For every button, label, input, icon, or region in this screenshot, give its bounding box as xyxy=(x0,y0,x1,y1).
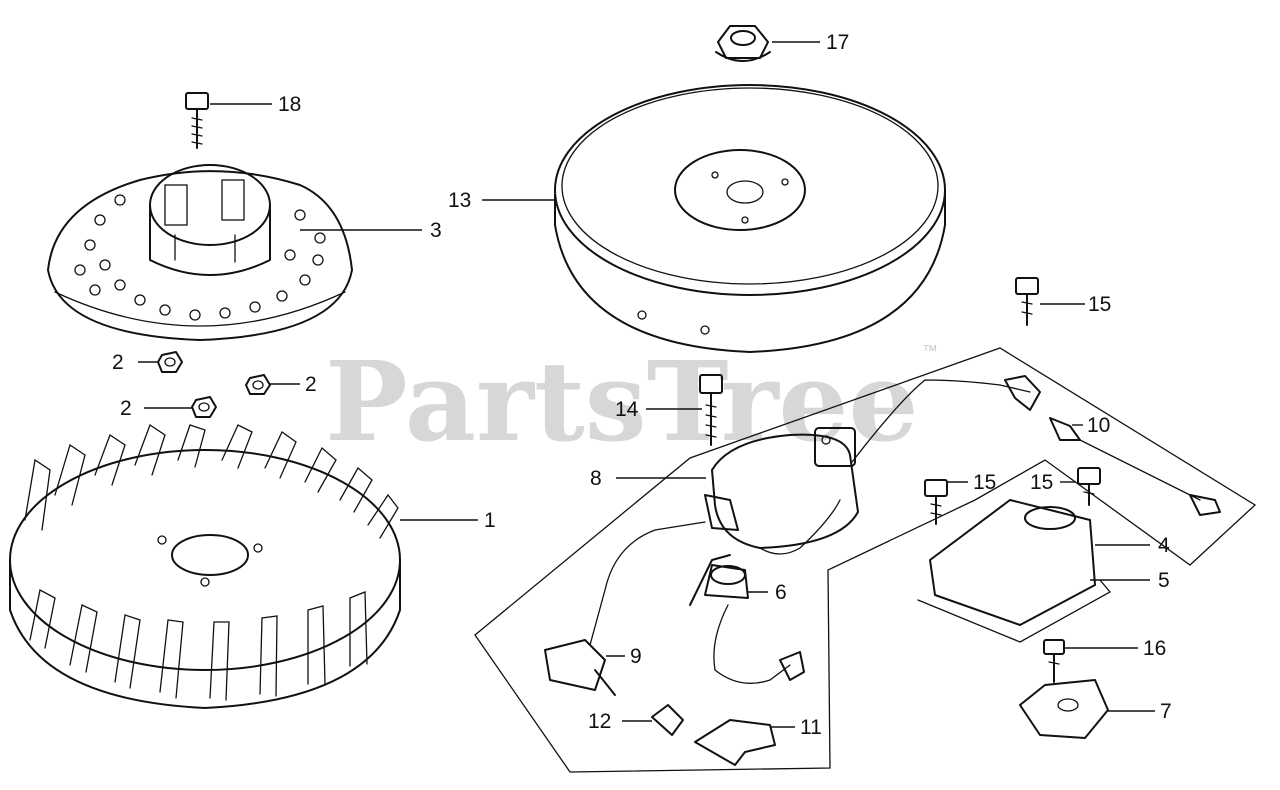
part-3-starter-pulley[interactable] xyxy=(47,164,353,341)
part-13-flywheel[interactable] xyxy=(554,84,946,353)
part-1-cooling-fan[interactable] xyxy=(9,424,401,709)
callout-9[interactable]: 9 xyxy=(630,645,642,668)
leader-lines xyxy=(138,41,1155,728)
part-2-nut-b[interactable] xyxy=(245,374,271,395)
part-10-lead-wire[interactable] xyxy=(999,375,1221,516)
watermark-trademark: ™ xyxy=(922,343,938,360)
callout-16[interactable]: 16 xyxy=(1143,637,1166,660)
part-2-nut-c[interactable] xyxy=(191,396,217,418)
callout-labels: 17 18 13 3 15 2 2 2 14 10 8 15 15 1 4 5 … xyxy=(112,31,1172,739)
part-9-plug-connector[interactable] xyxy=(544,639,616,696)
part-7-switch[interactable] xyxy=(1019,679,1109,739)
callout-3[interactable]: 3 xyxy=(430,219,442,242)
callout-15a[interactable]: 15 xyxy=(1088,293,1111,316)
part-18-bolt[interactable] xyxy=(185,92,209,149)
callout-14[interactable]: 14 xyxy=(615,398,639,421)
watermark-text: PartsTree xyxy=(325,337,919,466)
part-12-spring[interactable] xyxy=(651,704,684,736)
part-15-bolt-b[interactable] xyxy=(924,479,948,525)
ignition-assembly-outline xyxy=(474,347,1257,773)
part-16-screw[interactable] xyxy=(1043,639,1065,683)
callout-7[interactable]: 7 xyxy=(1160,700,1172,723)
callout-15c[interactable]: 15 xyxy=(1030,471,1053,494)
part-17-nut[interactable] xyxy=(715,25,771,62)
part-14-bolt[interactable] xyxy=(699,374,723,446)
callout-2c[interactable]: 2 xyxy=(120,397,132,420)
callout-13[interactable]: 13 xyxy=(448,189,471,212)
part-11-plug-boot[interactable] xyxy=(694,719,776,766)
part-2-nut-a[interactable] xyxy=(157,351,183,373)
watermark: PartsTree ™ xyxy=(325,337,938,466)
callout-18[interactable]: 18 xyxy=(278,93,301,116)
callout-4[interactable]: 4 xyxy=(1158,534,1170,557)
callout-15b[interactable]: 15 xyxy=(973,471,996,494)
callout-6[interactable]: 6 xyxy=(775,581,787,604)
part-5-gasket[interactable] xyxy=(917,579,1112,643)
callout-5[interactable]: 5 xyxy=(1158,569,1170,592)
part-4-cover[interactable] xyxy=(929,499,1096,626)
callout-11[interactable]: 11 xyxy=(800,716,822,739)
callout-1[interactable]: 1 xyxy=(484,509,496,532)
part-15-bolt-a[interactable] xyxy=(1015,277,1039,326)
callout-12[interactable]: 12 xyxy=(588,710,611,733)
callout-2b[interactable]: 2 xyxy=(305,373,317,396)
callout-2a[interactable]: 2 xyxy=(112,351,124,374)
callout-8[interactable]: 8 xyxy=(590,467,602,490)
callout-10[interactable]: 10 xyxy=(1087,414,1110,437)
part-8-ignition-coil[interactable] xyxy=(589,379,1001,646)
part-6-condenser[interactable] xyxy=(689,554,805,684)
callout-17[interactable]: 17 xyxy=(826,31,849,54)
